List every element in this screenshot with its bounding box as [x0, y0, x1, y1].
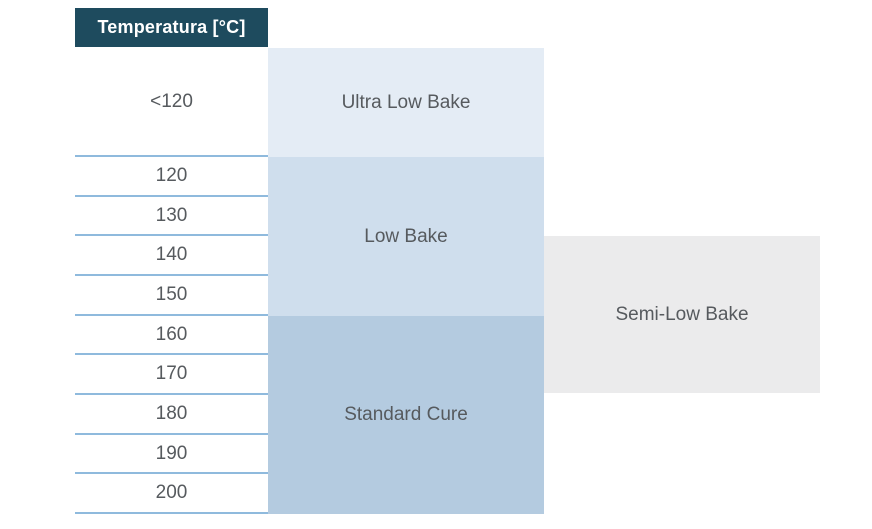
temperature-cell-180: 180: [75, 395, 268, 435]
temperature-cell-160: 160: [75, 315, 268, 356]
category-block-standard-cure: Standard Cure: [268, 316, 544, 514]
category-label-low-bake: Low Bake: [364, 225, 448, 247]
category-label-ultra-low-bake: Ultra Low Bake: [341, 91, 471, 113]
category-label-semi-low-bake: Semi-Low Bake: [615, 303, 749, 325]
category-block-low-bake: Low Bake: [268, 157, 544, 316]
category-label-standard-cure: Standard Cure: [344, 404, 468, 425]
temperature-cell-120: 120: [75, 157, 268, 197]
temperature-column: <120 120 130 140 150 160 170 180 190 200: [75, 48, 268, 515]
category-block-semi-low-bake: Semi-Low Bake: [544, 236, 820, 393]
temperature-cell-140: 140: [75, 236, 268, 277]
temperature-cell-190: 190: [75, 434, 268, 475]
temperature-cell-150: 150: [75, 276, 268, 316]
temperature-column-header: Temperatura [°C]: [75, 8, 268, 47]
temperature-cell-lt120: <120: [75, 48, 268, 157]
temperature-cell-200: 200: [75, 474, 268, 515]
temperature-cell-170: 170: [75, 355, 268, 396]
category-block-ultra-low-bake: Ultra Low Bake: [268, 48, 544, 157]
temperature-cell-130: 130: [75, 196, 268, 237]
